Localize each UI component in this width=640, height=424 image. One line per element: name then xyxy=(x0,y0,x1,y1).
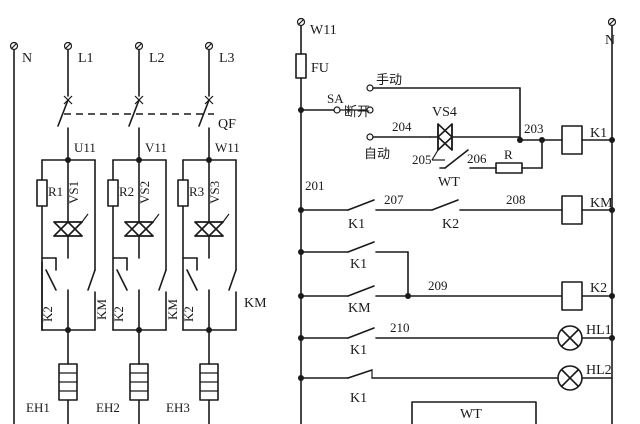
thyristor-vs4: VS4 205 xyxy=(412,105,521,167)
thyristor-label-vs3: VS3 xyxy=(207,181,222,204)
contact-label-km-1: KM xyxy=(94,299,109,320)
lamp-hl2-row: K1 HL2 xyxy=(300,363,613,406)
phase-label-l3: L3 xyxy=(219,51,235,66)
selector-manual-label: 手动 xyxy=(376,73,402,88)
resistor-r3 xyxy=(177,179,189,207)
lamp-hl2-label: HL2 xyxy=(586,363,612,378)
wire-label-203: 204 xyxy=(392,119,412,134)
phase-l3-branch: L3 W11 R3 VS3 K2 KM E xyxy=(166,41,267,424)
coil-km xyxy=(561,195,583,225)
neutral-line: N xyxy=(9,41,32,424)
phase-label-l1: L1 xyxy=(78,51,94,66)
wire-label-204: 205 xyxy=(412,152,432,167)
coil-km-label: KM xyxy=(590,196,613,211)
thyristor-label-vs2: VS2 xyxy=(137,181,152,204)
contact-label-k2-2: K2 xyxy=(111,306,126,322)
control-neutral-label: N xyxy=(605,33,615,48)
resistor-label-r3: R3 xyxy=(189,184,204,199)
wire-label-201: 201 xyxy=(305,178,325,193)
neutral-label: N xyxy=(22,51,32,66)
coil-km-row: K1 207 K2 208 KM xyxy=(300,192,613,232)
wire-label-207: 208 xyxy=(506,192,526,207)
wire-label-208: 209 xyxy=(428,278,448,293)
resistor-r-label: R xyxy=(504,147,513,162)
resistor-r2 xyxy=(107,179,119,207)
wire-label-205: 206 xyxy=(467,151,487,166)
wire-label-202: 203 xyxy=(524,121,544,136)
breaker-label: QF xyxy=(218,117,236,132)
selector-off-label: 断开 xyxy=(344,105,370,120)
fuse-label: FU xyxy=(311,61,329,76)
wire-label-206: 207 xyxy=(384,192,404,207)
heater-label-eh1: EH1 xyxy=(26,400,50,415)
node-label-w11: W11 xyxy=(215,140,240,155)
row2-contact-k1: K1 xyxy=(348,217,365,232)
row4-contact-k1: K1 xyxy=(350,343,367,358)
coil-k2-row: K1 KM 209 K2 xyxy=(300,241,613,316)
node-label-v11: V11 xyxy=(145,140,167,155)
supply-label: W11 xyxy=(310,23,337,38)
control-neutral-rail: N xyxy=(605,17,617,424)
coil-k1 xyxy=(561,125,583,155)
row5-contact-k1: K1 xyxy=(350,391,367,406)
phase-l1-branch: L1 U11 R1 VS1 K2 KM xyxy=(26,41,109,424)
node-label-u11: U11 xyxy=(74,140,96,155)
resistor-label-r1: R1 xyxy=(48,184,63,199)
wt-contact-branch: WT 206 R xyxy=(438,139,543,190)
wt-controller-box: WT xyxy=(411,401,537,424)
phase-label-l2: L2 xyxy=(149,51,165,66)
contact-label-km-3: KM xyxy=(244,296,267,311)
control-supply-rail: W11 FU 201 xyxy=(295,17,337,424)
wt-contact-label: WT xyxy=(438,175,460,190)
coil-k2-label: K2 xyxy=(590,281,607,296)
contact-label-km-2: KM xyxy=(165,299,180,320)
thyristor-label-vs1: VS1 xyxy=(66,181,81,204)
phase-l2-branch: L2 V11 R2 VS2 K2 KM E xyxy=(96,41,180,424)
heater-label-eh3: EH3 xyxy=(166,400,190,415)
fuse-fu xyxy=(295,53,307,79)
breaker-qf: QF xyxy=(64,113,236,132)
selector-auto-label: 自动 xyxy=(364,147,390,162)
selector-label: SA xyxy=(327,91,344,106)
row2-contact-k2: K2 xyxy=(442,217,459,232)
lamp-hl1-row: K1 210 HL1 xyxy=(300,320,613,358)
coil-k1-row: 203 K1 xyxy=(517,121,613,155)
lamp-hl1-label: HL1 xyxy=(586,323,612,338)
row3-contact-k1: K1 xyxy=(350,257,367,272)
selector-sa: SA 手动 断开 自动 204 xyxy=(300,73,521,162)
contact-label-k2-1: K2 xyxy=(40,306,55,322)
resistor-label-r2: R2 xyxy=(119,184,134,199)
coil-k2 xyxy=(561,281,583,311)
wire-label-209: 210 xyxy=(390,320,410,335)
resistor-r xyxy=(495,162,523,174)
thyristor-vs4-label: VS4 xyxy=(432,105,457,120)
wt-controller-label: WT xyxy=(460,407,482,422)
coil-k1-label: K1 xyxy=(590,126,607,141)
contact-label-k2-3: K2 xyxy=(181,306,196,322)
resistor-r1 xyxy=(36,179,48,207)
heater-label-eh2: EH2 xyxy=(96,400,120,415)
row3-contact-km: KM xyxy=(348,301,371,316)
